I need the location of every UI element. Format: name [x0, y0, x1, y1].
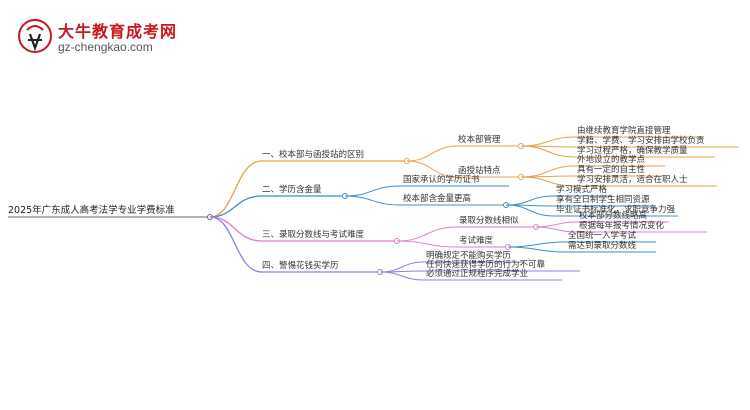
b2-c2-item-1: 学习模式严格 — [556, 185, 608, 195]
b3-child-2: 考试难度 — [459, 236, 494, 246]
branch-1-label: 一、校本部与函授站的区别 — [262, 150, 365, 160]
b3-c2-item-1: 全国统一入学考试 — [568, 231, 637, 241]
b1-c2-item-3: 学习安排灵活，适合在职人士 — [577, 175, 688, 185]
b1-c2-item-2: 具有一定的自主性 — [577, 165, 646, 175]
b3-child-1: 录取分数线相似 — [459, 216, 519, 226]
b1-c1-item-1: 由继续教育学院直接管理 — [577, 126, 671, 136]
brand-url: gz-chengkao.com — [58, 40, 153, 54]
b4-child-3: 必须通过正规程序完成学业 — [426, 269, 529, 279]
b3-c1-item-2: 根据每年报考情况变化 — [579, 221, 665, 231]
branch-2-label: 二、学历含金量 — [262, 185, 322, 195]
b1-c1-item-3: 学习过程严格，确保教学质量 — [577, 146, 688, 156]
connector-b4 — [209, 216, 263, 273]
b2-child-2: 校本部含金量更高 — [403, 194, 472, 204]
b3-c1-item-1: 校本部分数线略高 — [579, 211, 648, 221]
b2-c2-item-2: 享有全日制学生相同资源 — [556, 195, 650, 205]
b2-c2-item-3: 毕业证书标准化，求职竞争力强 — [556, 205, 676, 215]
branch-3-label: 三、录取分数线与考试难度 — [262, 230, 365, 240]
b4-child-1: 明确规定不能购买学历 — [426, 251, 512, 261]
connector-b3 — [209, 216, 263, 242]
branch-4-label: 四、警惕花钱买学历 — [262, 261, 339, 271]
b1-c1-item-2: 学籍、学费、学习安排由学校负责 — [577, 136, 705, 146]
b1-c2-item-1: 外地设立的教学点 — [577, 155, 646, 165]
b1-child-2: 函授站特点 — [458, 166, 501, 176]
connector-b1 — [209, 160, 263, 218]
site-logo[interactable]: 大牛教育成考网 gz-chengkao.com — [18, 16, 176, 60]
b4-child-2: 任何快速获得学历的行为不可靠 — [426, 260, 546, 270]
b3-c2-item-2: 需达到录取分数线 — [568, 241, 637, 251]
b2-child-1: 国家承认的学历证书 — [403, 175, 480, 185]
brand-name: 大牛教育成考网 — [58, 22, 178, 41]
connector-b2 — [209, 195, 263, 218]
b1-child-1: 校本部管理 — [458, 135, 501, 145]
mindmap-root: 2025年广东成人高考法学专业学费标准 — [8, 205, 175, 216]
bull-logo-icon — [18, 19, 52, 53]
